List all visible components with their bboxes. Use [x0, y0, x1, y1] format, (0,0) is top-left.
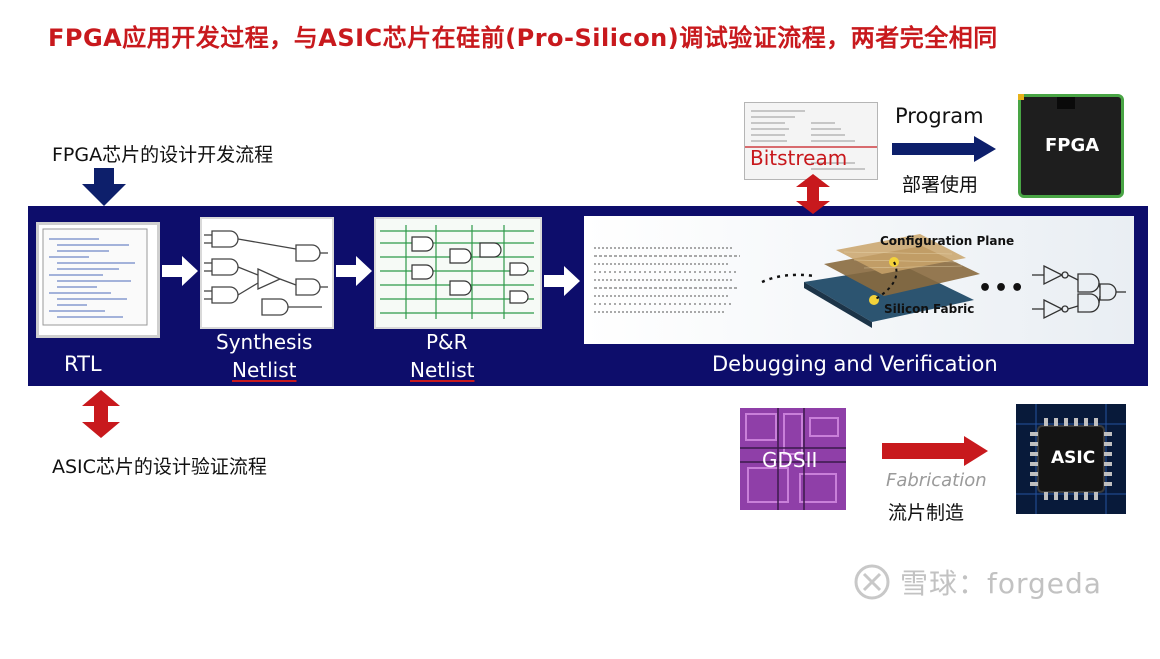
deploy-label: 部署使用 [902, 174, 979, 196]
stage-debug-label: Debugging and Verification [712, 352, 998, 376]
debug-panel: Configuration Plane Silicon Fabric ••• [584, 216, 1134, 344]
routed-schematic-icon [380, 225, 534, 319]
stage-synthesis-netlist-label: Netlist [232, 358, 297, 382]
gdsii-label: GDSII [762, 448, 818, 472]
fabrication-label: Fabrication [886, 470, 987, 491]
fpga-chip-label: FPGA [1045, 135, 1100, 156]
config-plane-label: Configuration Plane [880, 234, 1015, 248]
ellipsis-label: ••• [978, 276, 1027, 301]
report-text-icon [745, 110, 877, 170]
chip-pin1-marker [1018, 94, 1024, 100]
stage-pr-label: P&R [426, 330, 468, 354]
asic-chip-label: ASIC [1051, 448, 1096, 468]
bitstream-data-icon [594, 247, 740, 313]
silicon-layers-icon [761, 234, 980, 328]
bitstream-label: Bitstream [750, 146, 848, 170]
chip-layout-icon [740, 408, 846, 510]
asic-chip-board: ASIC [1016, 404, 1126, 514]
logic-gates-icon [1032, 264, 1126, 320]
rtl-code-icon [42, 228, 148, 326]
stage-synthesis-label: Synthesis [216, 330, 313, 354]
asic-flow-label: ASIC芯片的设计验证流程 [52, 456, 267, 478]
chip-notch [1057, 97, 1075, 109]
program-arrow-icon [892, 136, 996, 162]
gate-schematic-icon [204, 230, 328, 316]
pr-netlist-panel [374, 217, 542, 329]
stage-rtl-label: RTL [64, 352, 102, 376]
rtl-code-panel [36, 222, 160, 338]
xueqiu-logo-icon [854, 564, 890, 600]
silicon-fabric-label: Silicon Fabric [884, 302, 975, 316]
gdsii-layout: GDSII [740, 408, 846, 510]
synthesis-netlist-panel [200, 217, 334, 329]
white-arrow-icon [544, 266, 580, 296]
stage-pr-netlist-label: Netlist [410, 358, 475, 382]
fpga-flow-label: FPGA芯片的设计开发流程 [52, 144, 274, 166]
page-title: FPGA应用开发过程，与ASIC芯片在硅前(Pro-Silicon)调试验证流程… [48, 24, 998, 52]
red-double-arrow-icon [796, 174, 830, 214]
asic-chip-icon [1016, 404, 1126, 514]
white-arrow-icon [162, 256, 198, 286]
watermark-text: 雪球：forgeda [900, 567, 1102, 600]
program-label: Program [895, 104, 984, 128]
asic-red-double-arrow-icon [82, 390, 120, 438]
fpga-down-arrow-icon [82, 168, 126, 206]
fabrication-arrow-icon [882, 436, 988, 466]
tapeout-label: 流片制造 [888, 502, 965, 524]
white-arrow-icon [336, 256, 372, 286]
fpga-chip: FPGA [1018, 94, 1124, 198]
